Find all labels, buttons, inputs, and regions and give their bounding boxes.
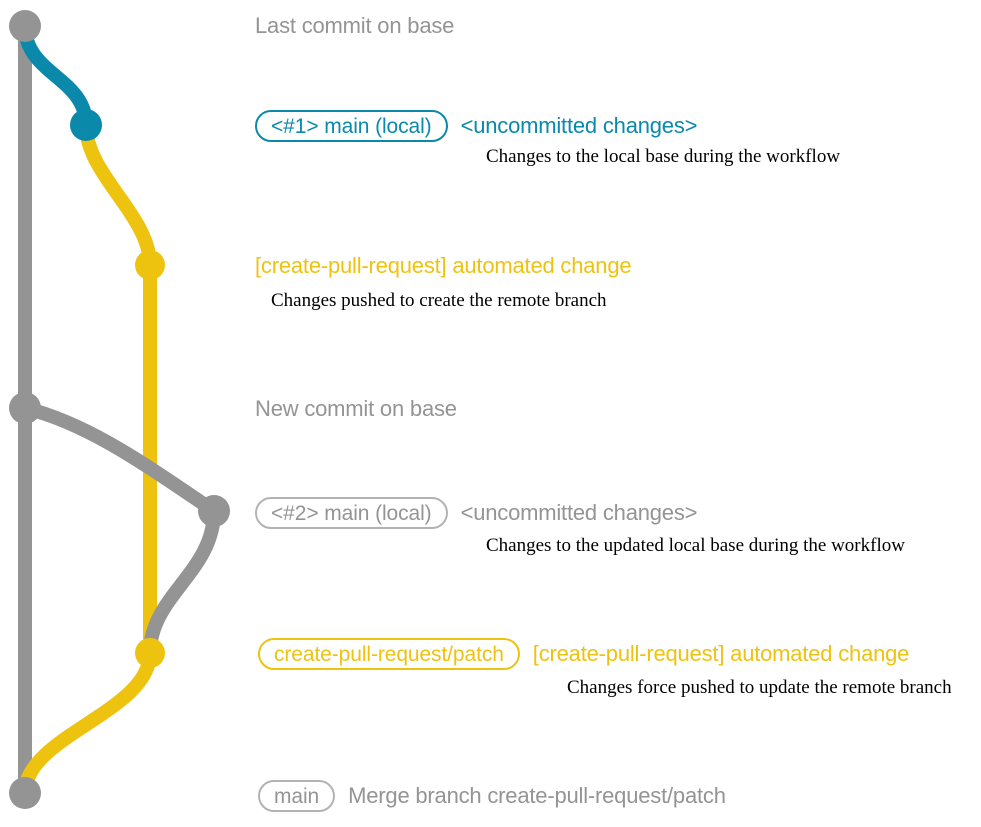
edge-base-to-local-1 xyxy=(18,19,93,132)
ref-badge-main[interactable]: main xyxy=(258,780,336,812)
commit-subject: [create-pull-request] automated change xyxy=(255,253,632,278)
commit-subject: <uncommitted changes> xyxy=(460,113,698,138)
commit-note-local-uncommitted-2: Changes to the updated local base during… xyxy=(486,535,905,556)
commit-row-automated-change-2: create-pull-request/patch [create-pull-r… xyxy=(258,638,909,670)
commit-row-merge-commit: main Merge branch create-pull-request/pa… xyxy=(258,780,726,812)
commit-row-local-uncommitted-2: <#2> main (local) <uncommitted changes> xyxy=(255,497,697,529)
commit-subject: Merge branch create-pull-request/patch xyxy=(348,783,726,808)
node-new-commit-on-base xyxy=(9,392,41,424)
ref-badge-main-local-1[interactable]: <#1> main (local) xyxy=(255,110,448,142)
edge-base-to-local-2 xyxy=(18,401,221,518)
node-merge-commit xyxy=(9,777,41,809)
node-local-uncommitted-2 xyxy=(198,495,230,527)
ref-badge-main-local-2[interactable]: <#2> main (local) xyxy=(255,497,448,529)
node-automated-change-2 xyxy=(135,638,165,668)
ref-badge-create-pull-request-patch[interactable]: create-pull-request/patch xyxy=(258,638,520,670)
node-local-uncommitted-1 xyxy=(70,109,102,141)
ref-badge-label: <#2> main (local) xyxy=(271,501,432,525)
commit-subject: <uncommitted changes> xyxy=(460,500,698,525)
node-last-commit-on-base xyxy=(9,10,41,42)
commit-row-automated-change-1: [create-pull-request] automated change xyxy=(255,250,632,282)
commit-note-automated-change-2: Changes force pushed to update the remot… xyxy=(567,677,952,698)
commit-subject: New commit on base xyxy=(255,396,457,421)
edge-patch-2-to-merge xyxy=(18,646,157,800)
edge-local-2-to-patch-2 xyxy=(143,504,221,660)
commit-note-local-uncommitted-1: Changes to the local base during the wor… xyxy=(486,146,841,167)
commit-row-last-commit-on-base: Last commit on base xyxy=(255,10,454,42)
commit-row-local-uncommitted-1: <#1> main (local) <uncommitted changes> xyxy=(255,110,697,142)
commit-subject: [create-pull-request] automated change xyxy=(532,641,910,666)
commit-note-automated-change-1: Changes pushed to create the remote bran… xyxy=(271,290,607,311)
node-automated-change-1 xyxy=(135,250,165,280)
commit-row-new-commit-on-base: New commit on base xyxy=(255,393,457,425)
commit-subject: Last commit on base xyxy=(255,13,455,38)
commit-nodes xyxy=(9,10,230,809)
edge-local-1-to-patch-1 xyxy=(79,118,157,272)
ref-badge-label: main xyxy=(274,784,320,808)
